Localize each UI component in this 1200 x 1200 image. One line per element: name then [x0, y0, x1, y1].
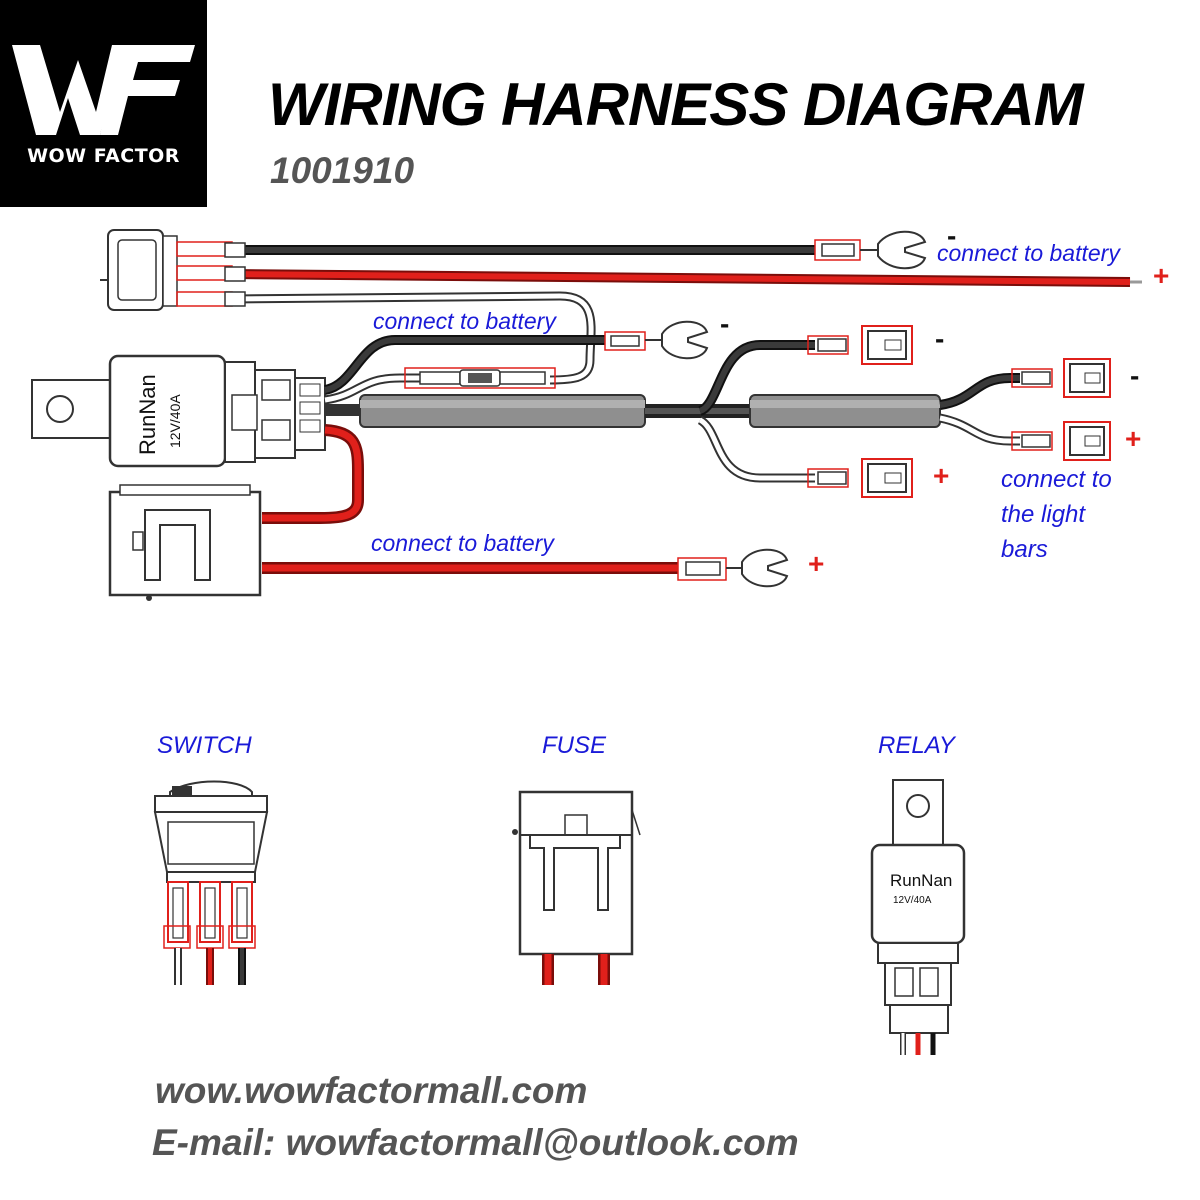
ring-terminal-mid: [604, 320, 709, 360]
wow-factor-logo: WOW FACTOR: [0, 0, 207, 207]
spade-connector-out1-neg: [807, 325, 913, 365]
sign-bottom-pos: +: [808, 548, 825, 579]
note-battery-mid: connect to battery: [373, 308, 556, 334]
sign-mid-neg: -: [720, 308, 730, 339]
note-light-bars-line1: connect to: [1001, 466, 1112, 493]
note-light-bars-line2: the light: [1001, 501, 1086, 528]
harness-fuse-holder: [108, 484, 262, 601]
label-relay: RELAY: [878, 732, 955, 759]
wf-logo-mark: [12, 45, 195, 135]
component-fuse-illustration: [512, 790, 641, 985]
sign-out1-pos: +: [933, 460, 950, 491]
spade-connector-out1-pos: [807, 458, 913, 498]
relay-brand-label: RunNan: [135, 374, 160, 455]
ring-terminal-bottom: [677, 548, 789, 588]
spade-connector-out2-pos: [1011, 421, 1111, 461]
component-relay-rating: 12V/40A: [893, 895, 932, 906]
harness-switch: [100, 229, 233, 311]
component-relay-brand: RunNan: [890, 871, 952, 890]
inline-connector: [404, 367, 556, 389]
page-title: WIRING HARNESS DIAGRAM: [268, 71, 1084, 138]
footer-email: E-mail: wowfactormall@outlook.com: [152, 1122, 799, 1163]
spade-connector-out2-neg: [1011, 358, 1111, 398]
note-battery-top: connect to battery: [937, 240, 1120, 266]
ring-terminal-top: [814, 230, 927, 270]
sign-out2-neg: -: [1130, 360, 1140, 391]
component-switch-illustration: [153, 780, 269, 985]
footer-website: wow.wowfactormall.com: [155, 1070, 588, 1111]
sign-out2-pos: +: [1125, 423, 1142, 454]
note-light-bars: connect to the light bars: [1001, 462, 1112, 567]
note-light-bars-line3: bars: [1001, 536, 1048, 563]
component-relay-illustration: RunNan 12V/40A: [870, 779, 966, 1055]
label-switch: SWITCH: [157, 732, 252, 759]
sign-top-pos: +: [1153, 260, 1170, 291]
harness-relay: RunNan 12V/40A: [31, 354, 326, 468]
logo-text: WOW FACTOR: [27, 145, 180, 167]
sign-out1-neg: -: [935, 323, 945, 354]
model-number: 1001910: [270, 150, 415, 191]
sign-top-neg: -: [947, 220, 957, 251]
label-fuse: FUSE: [542, 732, 607, 759]
note-battery-bottom: connect to battery: [371, 530, 554, 556]
relay-rating-label: 12V/40A: [167, 394, 183, 448]
